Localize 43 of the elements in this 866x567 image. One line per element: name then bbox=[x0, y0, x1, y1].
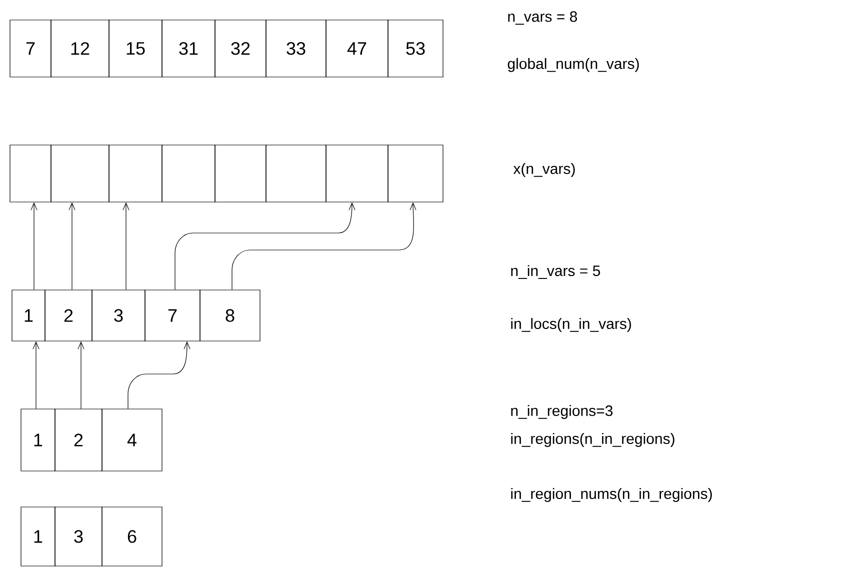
array-cell: 33 bbox=[266, 20, 326, 78]
array-label: in_region_nums(n_in_regions) bbox=[511, 488, 712, 502]
array-cell: 1 bbox=[20, 506, 56, 566]
empty-array-cell bbox=[50, 144, 110, 202]
array-cell: 8 bbox=[200, 290, 260, 342]
array-cell: 2 bbox=[44, 290, 92, 342]
empty-array-cell bbox=[266, 144, 326, 202]
array-cell: 32 bbox=[214, 20, 266, 78]
array-label: in_regions(n_in_regions) bbox=[511, 433, 674, 447]
arrow bbox=[174, 202, 356, 290]
array-label: n_in_vars = 5 bbox=[511, 265, 600, 279]
array-label: global_num(n_vars) bbox=[508, 58, 639, 72]
arrow bbox=[30, 202, 38, 290]
array-cell: 3 bbox=[92, 290, 146, 342]
empty-array-cell bbox=[10, 144, 52, 202]
array-label: n_in_regions=3 bbox=[511, 405, 613, 419]
array-cell: 7 bbox=[10, 20, 52, 78]
array-cell: 7 bbox=[144, 290, 200, 342]
empty-array-cell bbox=[108, 144, 162, 202]
empty-array-cell bbox=[388, 144, 444, 202]
array-cell: 4 bbox=[102, 408, 162, 472]
arrow bbox=[78, 341, 84, 409]
arrow bbox=[232, 202, 416, 290]
arrow bbox=[32, 341, 40, 409]
arrow bbox=[128, 341, 190, 409]
array-cell: 53 bbox=[388, 20, 444, 78]
array-cell: 12 bbox=[50, 20, 110, 78]
array-cell: 15 bbox=[108, 20, 162, 78]
empty-array-cell bbox=[326, 144, 388, 202]
array-cell: 1 bbox=[20, 408, 56, 472]
array-cell: 1 bbox=[12, 290, 46, 342]
array-label: n_vars = 8 bbox=[508, 11, 577, 25]
array-cell: 47 bbox=[326, 20, 388, 78]
array-cell: 3 bbox=[54, 506, 102, 566]
array-label: in_locs(n_in_vars) bbox=[511, 318, 631, 332]
array-label: x(n_vars) bbox=[513, 163, 575, 177]
arrow bbox=[122, 202, 130, 290]
array-cell: 31 bbox=[162, 20, 216, 78]
arrow bbox=[68, 202, 76, 290]
array-cell: 6 bbox=[102, 506, 162, 566]
empty-array-cell bbox=[214, 144, 266, 202]
array-cell: 2 bbox=[54, 408, 102, 472]
empty-array-cell bbox=[162, 144, 216, 202]
